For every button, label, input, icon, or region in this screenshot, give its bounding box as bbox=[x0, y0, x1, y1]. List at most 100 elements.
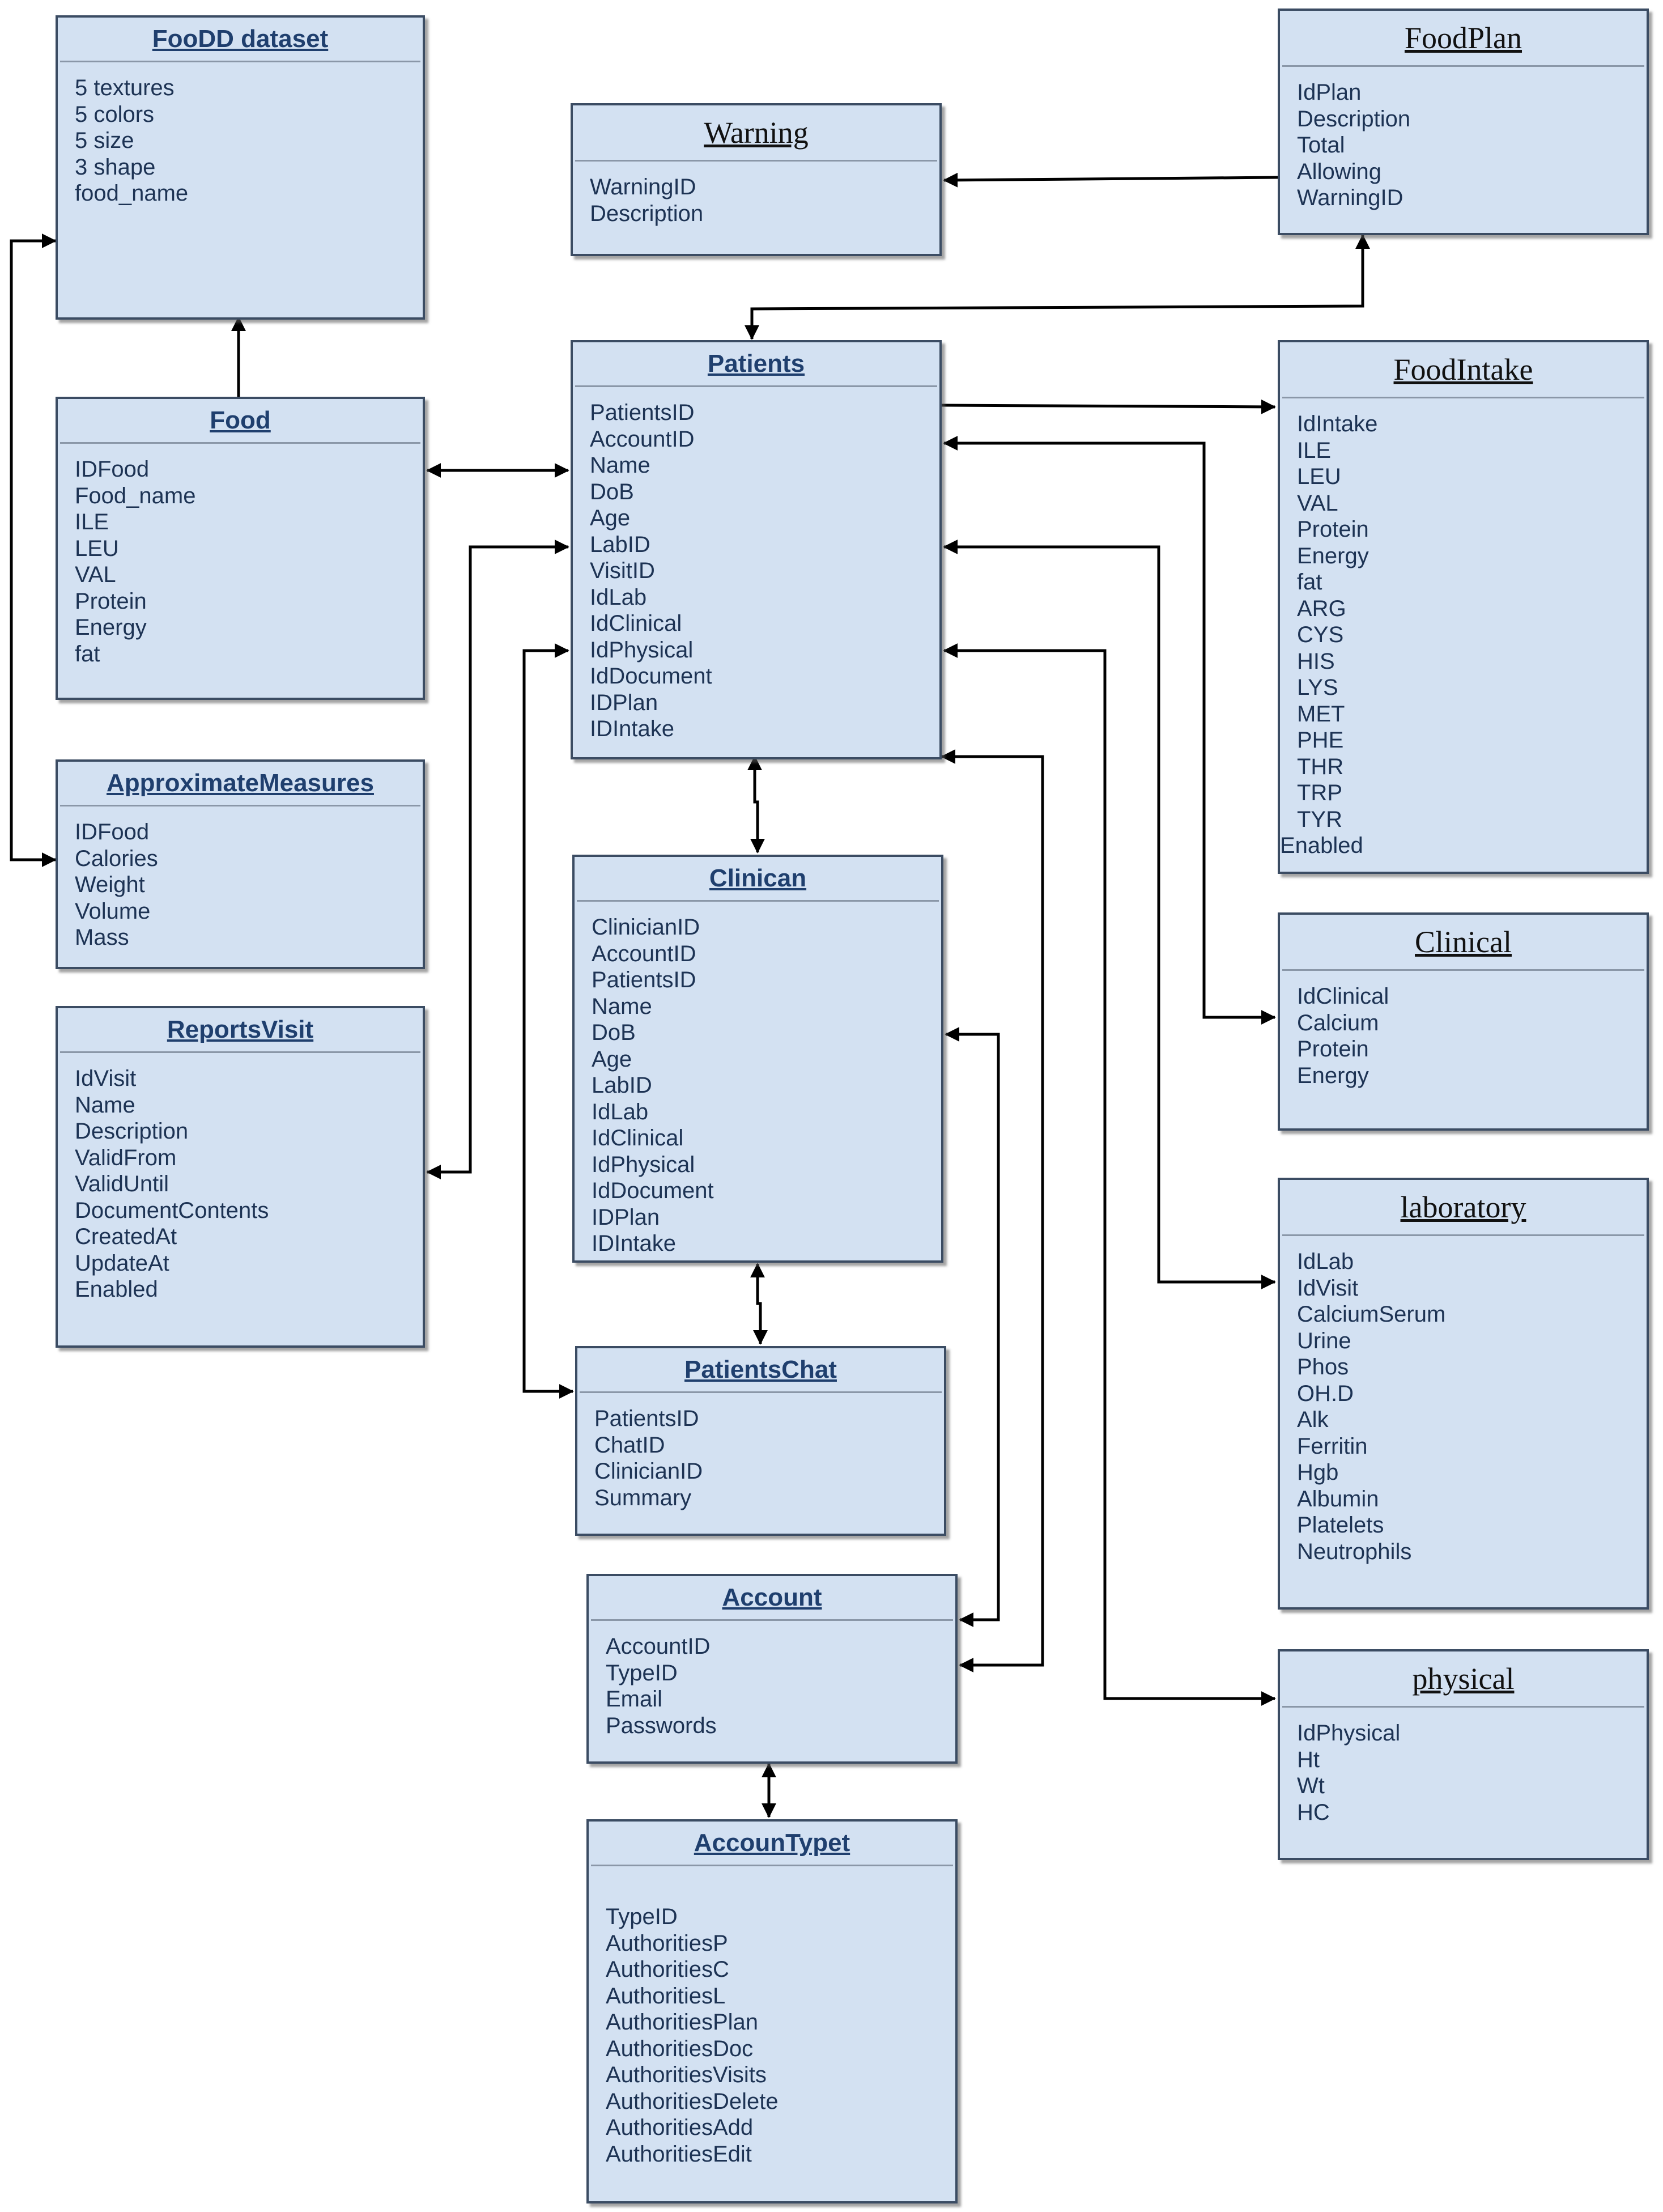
field: IdClinical bbox=[592, 1126, 684, 1150]
entity-warning[interactable]: Warning WarningID Description bbox=[571, 103, 942, 256]
entity-title: Account bbox=[591, 1576, 953, 1621]
entity-food-plan[interactable]: FoodPlan IdPlan Description Total Allowi… bbox=[1278, 9, 1649, 235]
field: Weight bbox=[75, 872, 145, 897]
field-list: TypeID AuthoritiesP AuthoritiesC Authori… bbox=[589, 1866, 955, 2167]
field: LabID bbox=[592, 1073, 652, 1098]
connector-patients-chat bbox=[522, 643, 574, 1399]
entity-approximate-measures[interactable]: ApproximateMeasures IDFood Calories Weig… bbox=[56, 759, 425, 969]
field: DoB bbox=[592, 1020, 636, 1045]
field: Hgb bbox=[1297, 1460, 1339, 1485]
field: CYS bbox=[1297, 622, 1344, 647]
field: Ht bbox=[1297, 1747, 1320, 1772]
field: ARG bbox=[1297, 596, 1346, 621]
field: OH.D bbox=[1297, 1381, 1354, 1406]
field: Protein bbox=[1297, 517, 1369, 542]
field: Protein bbox=[75, 588, 147, 614]
connector-patients-clinican bbox=[747, 755, 765, 854]
field: Volume bbox=[75, 898, 151, 924]
field: IdIntake bbox=[1297, 411, 1378, 436]
field: Energy bbox=[75, 615, 147, 640]
field-list: IdLab IdVisit CalciumSerum Urine Phos OH… bbox=[1280, 1236, 1647, 1565]
connector-patients-account bbox=[941, 749, 1044, 1672]
field: AuthoritiesDoc bbox=[606, 2036, 754, 2061]
entity-title: ReportsVisit bbox=[60, 1008, 420, 1053]
field: Alk bbox=[1297, 1407, 1329, 1432]
field-list: IdPhysical Ht Wt HC bbox=[1280, 1708, 1647, 1825]
field: THR bbox=[1297, 754, 1344, 779]
field: HC bbox=[1297, 1799, 1330, 1825]
field: Name bbox=[590, 453, 650, 478]
entity-laboratory[interactable]: laboratory IdLab IdVisit CalciumSerum Ur… bbox=[1278, 1178, 1649, 1610]
field: IdLab bbox=[592, 1099, 649, 1124]
field: Calcium bbox=[1297, 1010, 1379, 1035]
field: AccountID bbox=[606, 1634, 711, 1659]
entity-account[interactable]: Account AccountID TypeID Email Passwords bbox=[586, 1574, 958, 1764]
entity-title: FoodPlan bbox=[1282, 11, 1644, 67]
field-list: AccountID TypeID Email Passwords bbox=[589, 1621, 955, 1739]
entity-title: PatientsChat bbox=[580, 1348, 942, 1393]
field: Name bbox=[75, 1092, 135, 1118]
field: IdPhysical bbox=[590, 637, 694, 663]
entity-patients-chat[interactable]: PatientsChat PatientsID ChatID Clinician… bbox=[575, 1346, 946, 1536]
field: Ferritin bbox=[1297, 1433, 1368, 1459]
field: ILE bbox=[1297, 438, 1332, 463]
entity-physical[interactable]: physical IdPhysical Ht Wt HC bbox=[1278, 1649, 1649, 1860]
field: AuthoritiesVisits bbox=[606, 2062, 767, 2087]
field: fat bbox=[75, 641, 100, 666]
entity-patients[interactable]: Patients PatientsID AccountID Name DoB A… bbox=[571, 340, 942, 759]
field: ILE bbox=[75, 510, 109, 534]
entity-food[interactable]: Food IDFood Food_name ILE LEU VAL Protei… bbox=[56, 397, 425, 700]
field: Wt bbox=[1297, 1773, 1325, 1798]
entity-title: physical bbox=[1282, 1651, 1644, 1708]
field: AccountID bbox=[592, 941, 696, 966]
entity-food-intake[interactable]: FoodIntake IdIntake ILE LEU VAL Protein … bbox=[1278, 340, 1649, 874]
entity-foodd-dataset[interactable]: FooDD dataset 5 textures 5 colors 5 size… bbox=[56, 15, 425, 320]
entity-clinical[interactable]: Clinical IdClinical Calcium Protein Ener… bbox=[1278, 912, 1649, 1131]
entity-title: FooDD dataset bbox=[60, 18, 420, 62]
field-list: PatientsID AccountID Name DoB Age LabID … bbox=[573, 387, 939, 742]
field: VisitID bbox=[590, 558, 655, 583]
entity-account-type[interactable]: AccounTypet TypeID AuthoritiesP Authorit… bbox=[586, 1819, 958, 2203]
field: IdLab bbox=[1297, 1249, 1354, 1274]
field-list: WarningID Description bbox=[573, 162, 939, 227]
field-list: IdPlan Description Total Allowing Warnin… bbox=[1280, 67, 1647, 211]
connector-foodd-approx bbox=[10, 233, 57, 867]
field: TypeID bbox=[606, 1660, 678, 1685]
field-list: PatientsID ChatID ClinicianID Summary bbox=[577, 1393, 944, 1511]
field: Mass bbox=[75, 925, 129, 950]
field: IDFood bbox=[75, 457, 150, 482]
field: VAL bbox=[75, 562, 116, 587]
field: Summary bbox=[594, 1485, 692, 1510]
field: Neutrophils bbox=[1297, 1539, 1412, 1564]
field: VAL bbox=[1297, 490, 1338, 516]
field: IDIntake bbox=[592, 1231, 676, 1256]
field-list: ClinicianID AccountID PatientsID Name Do… bbox=[575, 902, 941, 1257]
field: fat bbox=[1297, 570, 1322, 595]
field: AuthoritiesP bbox=[606, 1930, 728, 1956]
connector-reports-patients bbox=[426, 540, 569, 1179]
field: PatientsID bbox=[592, 967, 696, 992]
field: CalciumSerum bbox=[1297, 1302, 1446, 1327]
field: PHE bbox=[1297, 728, 1344, 753]
field: 5 colors bbox=[75, 101, 155, 127]
field: Passwords bbox=[606, 1713, 717, 1738]
entity-clinican[interactable]: Clinican ClinicianID AccountID PatientsI… bbox=[572, 855, 943, 1263]
field: IDFood bbox=[75, 820, 150, 844]
field: WarningID bbox=[590, 175, 696, 199]
field: IDIntake bbox=[590, 716, 674, 741]
entity-reports-visit[interactable]: ReportsVisit IdVisit Name Description Va… bbox=[56, 1006, 425, 1348]
field: IdDocument bbox=[590, 664, 712, 689]
field: 3 shape bbox=[75, 154, 156, 180]
entity-title: Patients bbox=[575, 342, 937, 387]
entity-title: Warning bbox=[575, 105, 937, 162]
field: Protein bbox=[1297, 1037, 1369, 1062]
field: Total bbox=[1297, 133, 1345, 158]
entity-title: AccounTypet bbox=[591, 1822, 953, 1866]
field: CreatedAt bbox=[75, 1224, 177, 1249]
field: IdVisit bbox=[1297, 1275, 1359, 1301]
entity-title: ApproximateMeasures bbox=[60, 762, 420, 806]
entity-title: laboratory bbox=[1282, 1180, 1644, 1236]
field: TYR bbox=[1297, 806, 1342, 832]
